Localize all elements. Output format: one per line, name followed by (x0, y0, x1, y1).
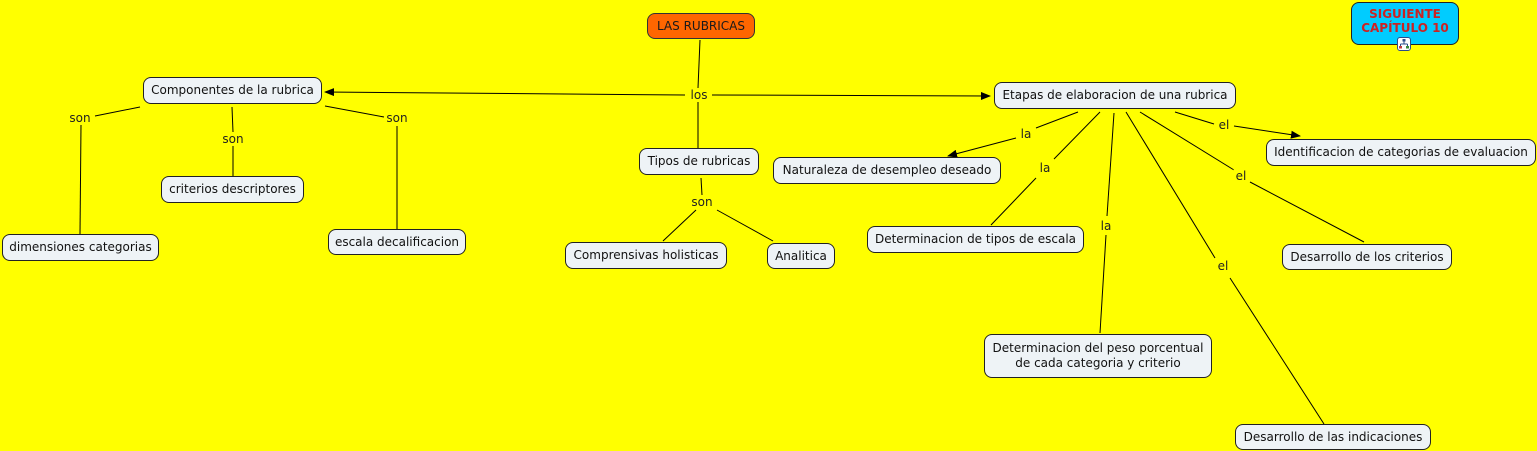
link-label-el[interactable]: el (1215, 259, 1231, 273)
line-root-los (697, 39, 701, 89)
line-etapas-la2 (1053, 111, 1101, 160)
node-tipos[interactable]: Tipos de rubricas (639, 148, 759, 175)
line-etapas-la3 (1106, 112, 1115, 217)
line-etapas-el3 (1125, 111, 1216, 259)
link-label-la[interactable]: la (1018, 127, 1034, 141)
node-holisticas[interactable]: Comprensivas holisticas (565, 242, 727, 269)
link-label-la[interactable]: la (1037, 161, 1053, 175)
node-criterios-descriptores[interactable]: criterios descriptores (161, 176, 304, 203)
link-label-son[interactable]: son (220, 132, 246, 146)
line-comp-son2 (231, 106, 234, 133)
concept-map-icon[interactable] (1397, 37, 1411, 51)
node-las-rubricas[interactable]: LAS RUBRICAS (647, 13, 755, 39)
line-los-componentes (324, 88, 686, 97)
next-chapter-button[interactable]: SIGUIENTE CAPÍTULO 10 (1351, 2, 1459, 45)
node-etapas[interactable]: Etapas de elaboracion de una rubrica (994, 82, 1236, 109)
node-desarrollo-criterios[interactable]: Desarrollo de los criterios (1282, 244, 1452, 270)
link-label-los[interactable]: los (688, 88, 710, 102)
link-label-son[interactable]: son (689, 195, 715, 209)
line-la3-peso (1099, 234, 1107, 334)
line-etapas-el1 (1174, 111, 1215, 125)
line-tipos-son4 (700, 177, 703, 196)
link-label-son[interactable]: son (384, 111, 410, 125)
node-naturaleza[interactable]: Naturaleza de desempleo deseado (773, 157, 1001, 184)
node-desarrollo-indicaciones[interactable]: Desarrollo de las indicaciones (1235, 424, 1431, 450)
link-label-la[interactable]: la (1098, 219, 1114, 233)
line-el2-descrit (1249, 181, 1365, 243)
link-label-son[interactable]: son (67, 111, 93, 125)
node-identificacion[interactable]: Identificacion de categorias de evaluaci… (1266, 139, 1536, 166)
line-la1-nat (947, 137, 1017, 158)
node-peso-porcentual[interactable]: Determinacion del peso porcentual de cad… (984, 334, 1212, 378)
node-determinacion-escala[interactable]: Determinacion de tipos de escala (867, 226, 1084, 253)
line-comp-son1 (94, 106, 141, 117)
line-los-etapas (711, 91, 991, 100)
node-dimensiones[interactable]: dimensiones categorias (2, 234, 159, 261)
line-el3-desind (1229, 277, 1325, 425)
line-comp-son3 (324, 105, 385, 118)
line-etapas-el2 (1139, 111, 1235, 171)
line-son4-ana (716, 209, 774, 242)
node-componentes[interactable]: Componentes de la rubrica (143, 77, 322, 104)
link-label-el[interactable]: el (1216, 118, 1232, 132)
link-label-el[interactable]: el (1233, 169, 1249, 183)
node-escala[interactable]: escala decalificacion (328, 229, 466, 255)
line-son1-dim (79, 124, 82, 235)
line-etapas-la1 (1035, 111, 1079, 129)
line-son4-hol (662, 209, 697, 242)
line-la2-det (990, 177, 1037, 226)
node-analitica[interactable]: Analitica (767, 243, 835, 269)
line-el1-ident (1233, 125, 1301, 139)
